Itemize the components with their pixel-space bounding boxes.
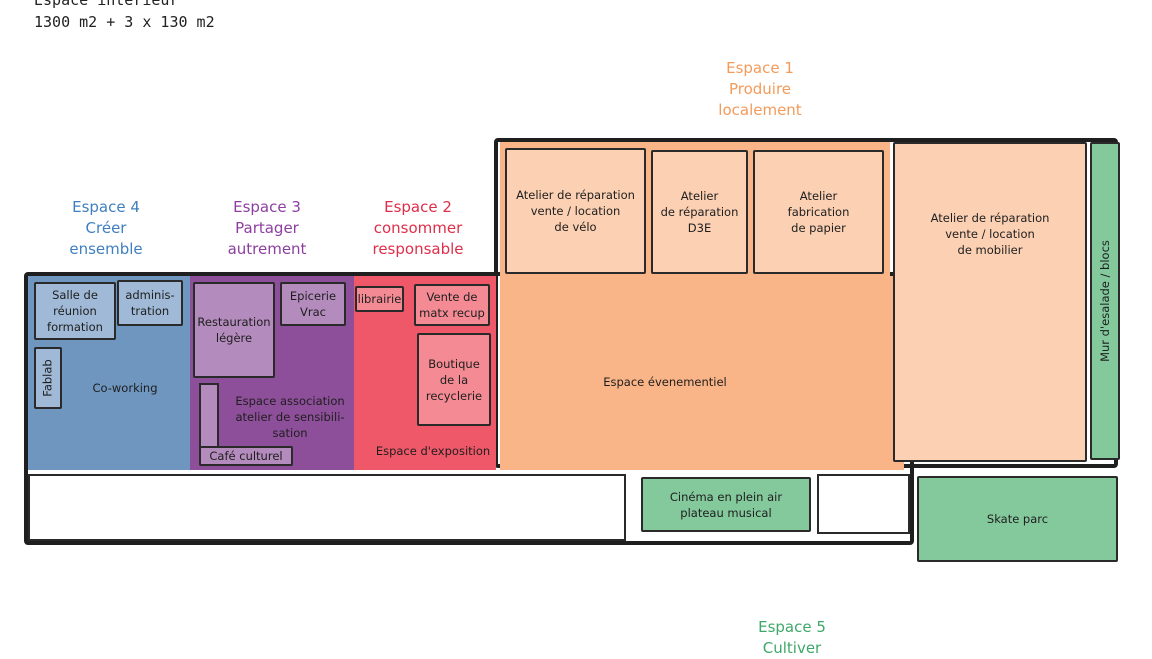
header-line-2: 1300 m2 + 3 x 130 m2 xyxy=(34,13,215,31)
header-line-1: Espace intérieur xyxy=(34,0,179,9)
room-atelier-velo: Atelier de réparation vente / location d… xyxy=(505,148,646,274)
label-evenementiel: Espace évenementiel xyxy=(603,375,727,389)
espace-1-zone xyxy=(500,276,904,470)
room-cinema: Cinéma en plein air plateau musical xyxy=(641,477,811,532)
outdoor-strip-left xyxy=(28,474,626,541)
escalade-label: Mur d'esalade / blocs xyxy=(1098,240,1113,362)
espace-5-title: Espace 5 xyxy=(758,618,826,636)
room-administration: adminis- tration xyxy=(117,280,183,326)
room-restauration: Restauration légère xyxy=(193,282,275,378)
espace-4-title: Espace 4 Créer ensemble xyxy=(69,198,143,258)
room-boutique-recyclerie: Boutique de la recyclerie xyxy=(417,333,491,426)
espace-5-subtitle: Cultiver xyxy=(762,639,822,657)
room-mur-escalade: Mur d'esalade / blocs xyxy=(1090,142,1120,460)
room-skate-parc: Skate parc xyxy=(917,476,1118,562)
espace-2-title: Espace 2 consommer responsable xyxy=(372,198,464,258)
room-fablab: Fablab xyxy=(34,347,62,409)
room-epicerie: Epicerie Vrac xyxy=(280,282,346,326)
fablab-label: Fablab xyxy=(41,359,56,397)
room-vente-matx: Vente de matx recup xyxy=(414,284,490,326)
room-atelier-papier: Atelier fabrication de papier xyxy=(753,150,884,274)
room-cafe-culturel: Café culturel xyxy=(199,446,293,466)
room-librairie: librairie xyxy=(355,286,404,312)
cafe-corridor xyxy=(199,383,219,447)
room-atelier-mobilier: Atelier de réparation vente / location d… xyxy=(893,142,1087,462)
espace-3-title: Espace 3 Partager autrement xyxy=(227,198,307,258)
room-atelier-d3e: Atelier de réparation D3E xyxy=(651,150,748,274)
espace-1-title: Espace 1 Produire localement xyxy=(718,59,802,119)
label-coworking: Co-working xyxy=(92,381,158,395)
room-salle-reunion: Salle de réunion formation xyxy=(34,282,116,340)
outdoor-strip-middle xyxy=(817,474,910,534)
label-exposition: Espace d'exposition xyxy=(375,444,491,458)
label-association: Espace association atelier de sensibili-… xyxy=(235,394,345,440)
